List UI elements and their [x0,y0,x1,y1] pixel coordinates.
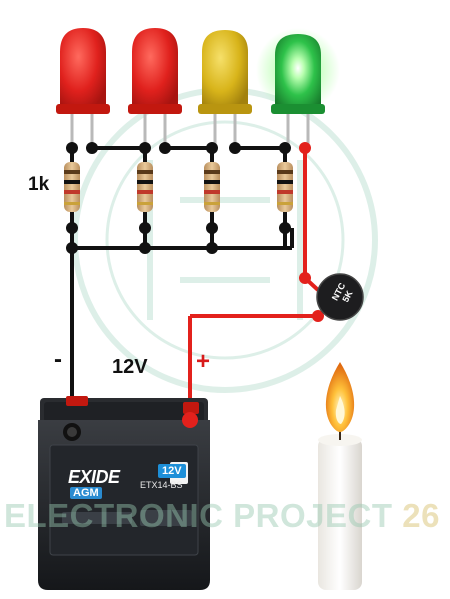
battery-brand: EXIDE [68,467,120,487]
led-green-lit [256,28,340,114]
battery-type: AGM [70,487,102,499]
resistor-3 [204,162,220,212]
positive-sign-label: + [196,348,211,375]
resistor-4 [277,162,293,212]
battery-negative-terminal [63,423,81,441]
resistor-leads [70,148,287,228]
resistor-value-label: 1k [28,174,50,195]
battery-voltage-badge: 12V [158,464,186,478]
candle-flame [325,362,355,432]
watermark-number: 26 [402,497,440,534]
battery-positive-terminal [182,412,198,428]
battery-voltage-label: 12V [112,356,148,378]
led-yellow [198,30,252,114]
background-emblem [72,87,378,393]
candle [318,428,362,590]
battery-model: ETX14-BS [140,480,183,490]
watermark: ELECTRONIC PROJECT 26 [4,497,440,535]
junction-dots [66,142,291,254]
led-red-2 [128,28,182,114]
resistor-2 [137,162,153,212]
junction-dots-red [299,142,324,322]
negative-sign-label: - [54,346,62,373]
watermark-text: ELECTRONIC PROJECT [4,497,393,534]
ntc-thermistor [316,273,364,321]
resistor-1 [64,162,80,212]
led-red-1 [56,28,110,114]
